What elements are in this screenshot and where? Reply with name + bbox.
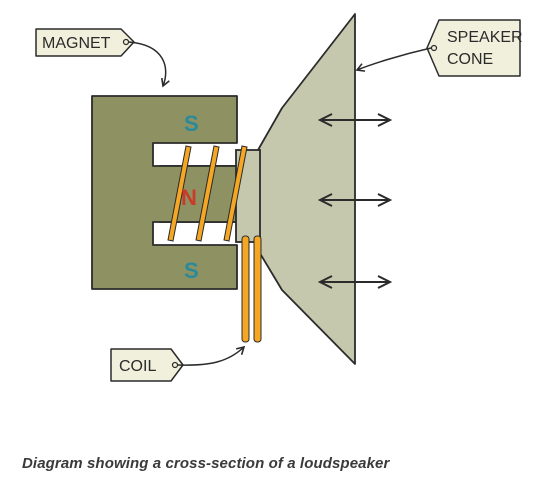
loudspeaker-diagram: S N S MAGNET SPEAKER CONE COIL xyxy=(35,13,523,382)
magnet-label: MAGNET xyxy=(42,35,111,52)
speaker-cone-pointer xyxy=(355,47,432,72)
magnet-label-tag: MAGNET xyxy=(35,28,170,88)
coil-windings-back xyxy=(167,145,248,242)
coil-label-tag: COIL xyxy=(110,345,246,382)
cone-motion-arrows xyxy=(320,120,390,282)
coil-pointer xyxy=(177,345,246,366)
diagram-caption: Diagram showing a cross-section of a lou… xyxy=(22,455,390,472)
coil-label: COIL xyxy=(119,358,156,375)
speaker-cone-label-line2: CONE xyxy=(447,51,493,68)
speaker-cone xyxy=(257,13,356,365)
magnet-pointer xyxy=(128,41,170,88)
magnet-core xyxy=(91,95,238,290)
coil-leads xyxy=(241,235,262,343)
speaker-cone-label-tag: SPEAKER CONE xyxy=(355,19,523,77)
pole-bottom-south: S xyxy=(184,258,199,283)
speaker-cone-label-line1: SPEAKER xyxy=(447,29,523,46)
pole-middle-north: N xyxy=(181,185,197,210)
pole-top-south: S xyxy=(184,111,199,136)
